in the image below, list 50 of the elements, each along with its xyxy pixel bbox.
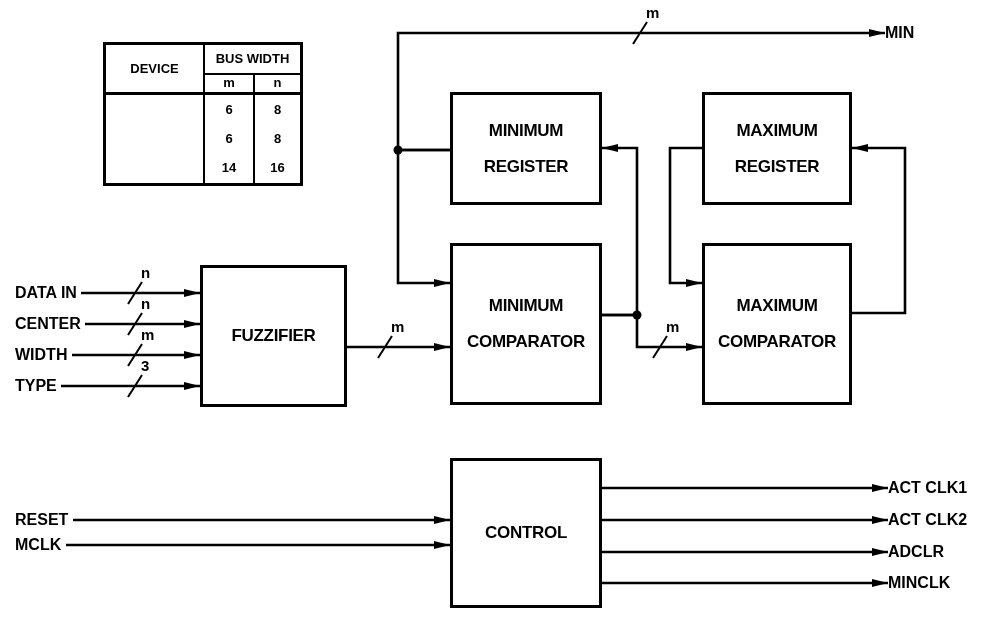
block-label: FUZZIFIER xyxy=(230,325,317,347)
arrow xyxy=(396,29,885,152)
block-box xyxy=(450,92,602,205)
block-label: MAXIMUM COMPARATOR xyxy=(717,295,837,353)
arrow xyxy=(602,516,888,524)
table-cell: 14 xyxy=(204,153,254,185)
arrow xyxy=(347,343,450,351)
table-cell: 6 xyxy=(204,124,254,154)
edge-label: n xyxy=(141,296,151,312)
signal-label: TYPE xyxy=(15,374,57,398)
block-box xyxy=(450,458,602,608)
edge-label: m xyxy=(141,327,155,343)
block-label: MINIMUM COMPARATOR xyxy=(466,295,586,353)
arrow xyxy=(852,144,907,315)
signal-label: DATA IN xyxy=(15,281,77,305)
arrow xyxy=(66,541,450,549)
arrow xyxy=(85,320,200,328)
signal-label: MINCLK xyxy=(888,571,951,595)
signal-label: MCLK xyxy=(15,533,62,557)
block-box xyxy=(702,243,852,405)
block-box xyxy=(450,243,602,405)
arrow xyxy=(668,146,702,287)
arrow xyxy=(61,382,200,390)
arrow xyxy=(81,289,200,297)
edge-label: m xyxy=(666,319,680,335)
arrow xyxy=(602,548,888,556)
signal-label: CENTER xyxy=(15,312,81,336)
edge-label: m xyxy=(391,319,405,335)
arrow xyxy=(602,484,888,492)
block-box xyxy=(200,265,347,407)
signal-label: MIN xyxy=(885,21,915,45)
signal-label: RESET xyxy=(15,508,69,532)
block-box xyxy=(702,92,852,205)
signal-label: WIDTH xyxy=(15,343,68,367)
signal-label: ACT CLK2 xyxy=(888,508,968,532)
table-cell: 16 xyxy=(254,153,302,185)
edge-label: m xyxy=(646,5,660,21)
signal-label: ADCLR xyxy=(888,540,944,564)
block-label: CONTROL xyxy=(484,522,568,544)
block-label: MINIMUM REGISTER xyxy=(482,119,570,178)
arrow xyxy=(72,351,200,359)
arrow xyxy=(602,579,888,587)
table-cell: 8 xyxy=(254,124,302,154)
edge-label: 3 xyxy=(141,358,150,374)
arrow xyxy=(73,516,450,524)
block-label: MAXIMUM REGISTER xyxy=(733,119,821,178)
signal-label: ACT CLK1 xyxy=(888,476,968,500)
arrow xyxy=(602,313,702,351)
table-cell: 6 xyxy=(204,93,254,125)
edge-label: n xyxy=(141,265,151,281)
